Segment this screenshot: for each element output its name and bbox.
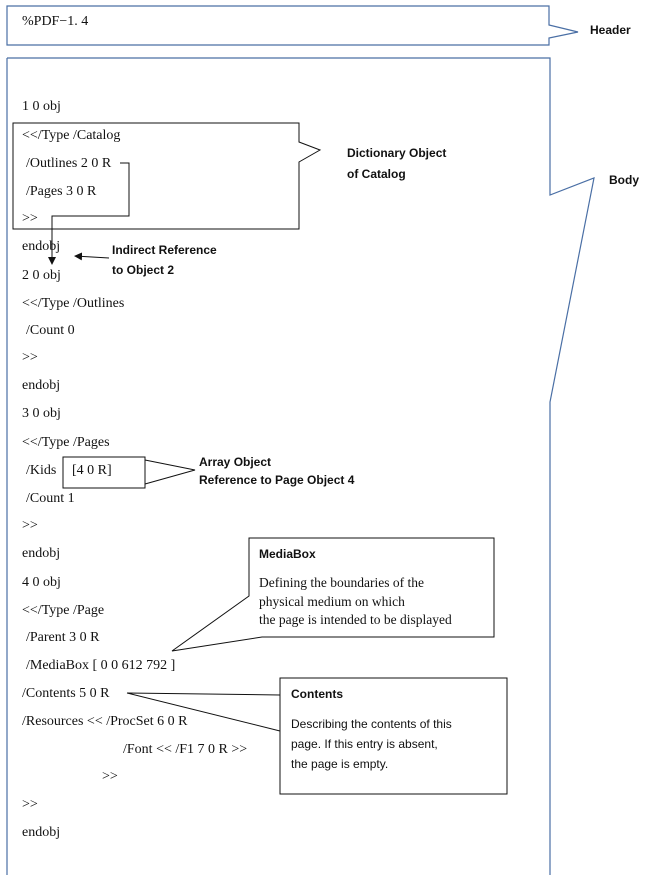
contents-callout-box — [279, 677, 508, 795]
code-line-resources-close: >> — [102, 769, 118, 784]
dictionary-object-label-1: Dictionary Object — [347, 146, 447, 160]
code-line-endobj-1: endobj — [22, 239, 61, 254]
code-line-endobj-2: endobj — [22, 378, 61, 393]
indirect-reference-arrow — [48, 162, 130, 265]
mediabox-desc-1: Defining the boundaries of the — [259, 575, 424, 590]
body-label: Body — [609, 173, 639, 187]
array-object-label-1: Array Object — [199, 455, 272, 469]
code-line-outlines-ref: /Outlines 2 0 R — [26, 156, 112, 171]
code-line-catalog-close: >> — [22, 211, 38, 226]
contents-title: Contents — [291, 687, 343, 701]
catalog-callout-shape — [12, 122, 322, 230]
indirect-reference-label-1: Indirect Reference — [112, 243, 217, 257]
mediabox-desc-3: the page is intended to be displayed — [259, 612, 452, 627]
code-line-resources: /Resources << /ProcSet 6 0 R — [22, 714, 188, 729]
code-line-mediabox: /MediaBox [ 0 0 612 792 ] — [26, 658, 176, 673]
code-line-obj4: 4 0 obj — [22, 575, 61, 590]
code-line-kids-key: /Kids — [26, 463, 57, 478]
body-callout-shape — [6, 57, 595, 875]
dictionary-object-label-2: of Catalog — [347, 167, 406, 181]
code-line-page-type: <</Type /Page — [22, 603, 105, 618]
code-line-pages-type: <</Type /Pages — [22, 435, 110, 450]
array-object-label-2: Reference to Page Object 4 — [199, 473, 355, 487]
code-line-font: /Font << /F1 7 0 R >> — [123, 742, 248, 757]
code-line-endobj-4: endobj — [22, 825, 61, 840]
code-line-pages-close: >> — [22, 518, 38, 533]
contents-desc-2: page. If this entry is absent, — [291, 737, 438, 751]
code-line-pages-ref: /Pages 3 0 R — [26, 184, 97, 199]
contents-pointer-lines — [126, 692, 281, 732]
array-callout-lines — [144, 459, 196, 485]
code-line-endobj-3: endobj — [22, 546, 61, 561]
mediabox-title: MediaBox — [259, 547, 316, 561]
kids-array-box — [62, 456, 146, 489]
code-line-parent: /Parent 3 0 R — [26, 630, 100, 645]
header-callout-shape — [6, 5, 579, 46]
code-line-count-1: /Count 1 — [26, 491, 75, 506]
code-line-kids-array: [4 0 R] — [72, 463, 112, 478]
mediabox-callout-shape — [171, 537, 495, 652]
code-line-obj2: 2 0 obj — [22, 268, 61, 283]
contents-desc-3: the page is empty. — [291, 757, 389, 771]
code-line-page-close: >> — [22, 797, 38, 812]
code-line-count-0: /Count 0 — [26, 323, 75, 338]
code-line-outlines-close: >> — [22, 350, 38, 365]
indirect-label-arrow — [74, 252, 110, 261]
code-line-outlines-type: <</Type /Outlines — [22, 296, 125, 311]
contents-desc-1: Describing the contents of this — [291, 717, 452, 731]
code-line-obj3: 3 0 obj — [22, 406, 61, 421]
indirect-reference-label-2: to Object 2 — [112, 263, 175, 277]
header-label: Header — [590, 23, 631, 37]
code-line-contents: /Contents 5 0 R — [22, 686, 110, 701]
code-line-catalog-type: <</Type /Catalog — [22, 128, 121, 143]
code-line-obj1: 1 0 obj — [22, 99, 61, 114]
pdf-header-code: %PDF−1. 4 — [22, 14, 89, 29]
mediabox-desc-2: physical medium on which — [259, 594, 405, 609]
